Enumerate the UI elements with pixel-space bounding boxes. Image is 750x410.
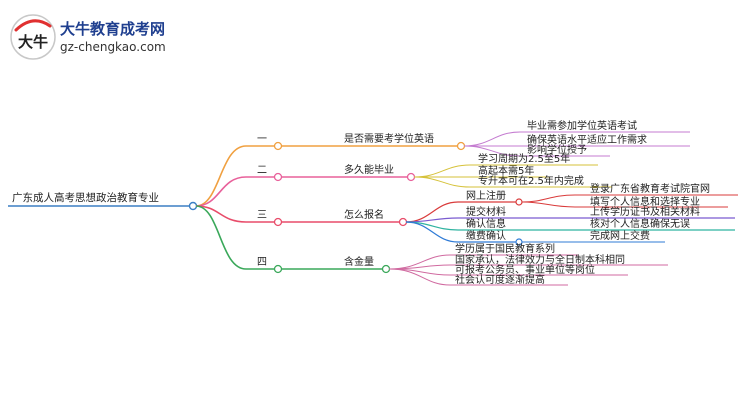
branch-3-num: 三 [257,210,267,221]
branch-3-sub-3-leaf-1: 核对个人信息确保无误 [590,217,690,230]
branch-1-node[interactable] [456,141,466,151]
branch-3-sub-2: 提交材料 [466,205,506,218]
branch-2-num: 二 [257,165,267,176]
branch-4-num: 四 [257,257,267,268]
branch-3-num-node[interactable] [273,217,283,227]
branch-3-sub-2-leaf-1: 上传学历证书及相关材料 [590,205,700,218]
branch-2-connector [195,176,247,207]
branch-2-leaf-2: 高起本需5年 [478,164,534,177]
branch-4-leaf-4: 社会认可度逐渐提高 [455,273,545,286]
branch-1-leaf-2: 确保英语水平适应工作需求 [527,133,647,146]
site-logo[interactable]: 大牛 大牛教育成考网 gz-chengkao.com [8,12,188,62]
branch-4-node[interactable] [381,264,391,274]
branch-2-node[interactable] [406,172,416,182]
branch-4-connector [195,205,247,270]
logo-mark-icon: 大牛 [10,14,56,60]
branch-1-label: 是否需要考学位英语 [344,132,434,145]
logo-mark-text: 大牛 [18,33,48,51]
branch-3-sub-1-leaf-1: 登录广东省教育考试院官网 [590,182,710,195]
branch-3-sub-1: 网上注册 [466,189,506,202]
branch-3-sub-1-node[interactable] [515,198,523,206]
branch-3-connector [195,205,247,223]
branch-4-leaf-4-connector [388,268,568,286]
branch-2-leaf-1: 学习周期为2.5至5年 [478,152,570,165]
branch-3-label: 怎么报名 [344,208,384,221]
branch-4-leaf-2: 国家承认，法律效力与全日制本科相同 [455,253,625,266]
site-name: 大牛教育成考网 [60,20,166,38]
branch-2-leaf-3-connector [413,176,612,188]
branch-3-sub-1-leaf-2-connector [521,201,728,208]
branch-3-sub-4: 缴费确认 [466,229,506,242]
branch-3-node[interactable] [398,217,408,227]
branch-3-sub-3: 确认信息 [466,217,506,230]
branch-1-leaf-3: 影响学位授予 [527,143,587,156]
site-url: gz-chengkao.com [60,40,166,54]
branch-3-sub-4-leaf-1: 完成网上交费 [590,229,650,242]
branch-3-sub-1-leaf-2: 填写个人信息和选择专业 [590,195,700,208]
root-node[interactable] [188,201,198,211]
branch-1-num: 一 [257,134,267,145]
branch-4-leaf-1: 学历属于国民教育系列 [455,242,555,255]
branch-4-label: 含金量 [344,255,374,268]
branch-4-num-node[interactable] [273,264,283,274]
branch-2-num-node[interactable] [273,172,283,182]
branch-2-leaf-3: 专升本可在2.5年内完成 [478,174,584,187]
branch-1-num-node[interactable] [273,141,283,151]
branch-2-label: 多久能毕业 [344,163,394,176]
branch-1-connector [195,145,247,207]
branch-3-sub-4-connector [405,221,516,243]
branch-4-leaf-3: 可报考公务员、事业单位等岗位 [455,263,595,276]
root-label: 广东成人高考思想政治教育专业 [12,191,159,204]
branch-1-leaf-3-connector [463,145,610,157]
branch-1-leaf-1: 毕业需参加学位英语考试 [527,119,637,132]
